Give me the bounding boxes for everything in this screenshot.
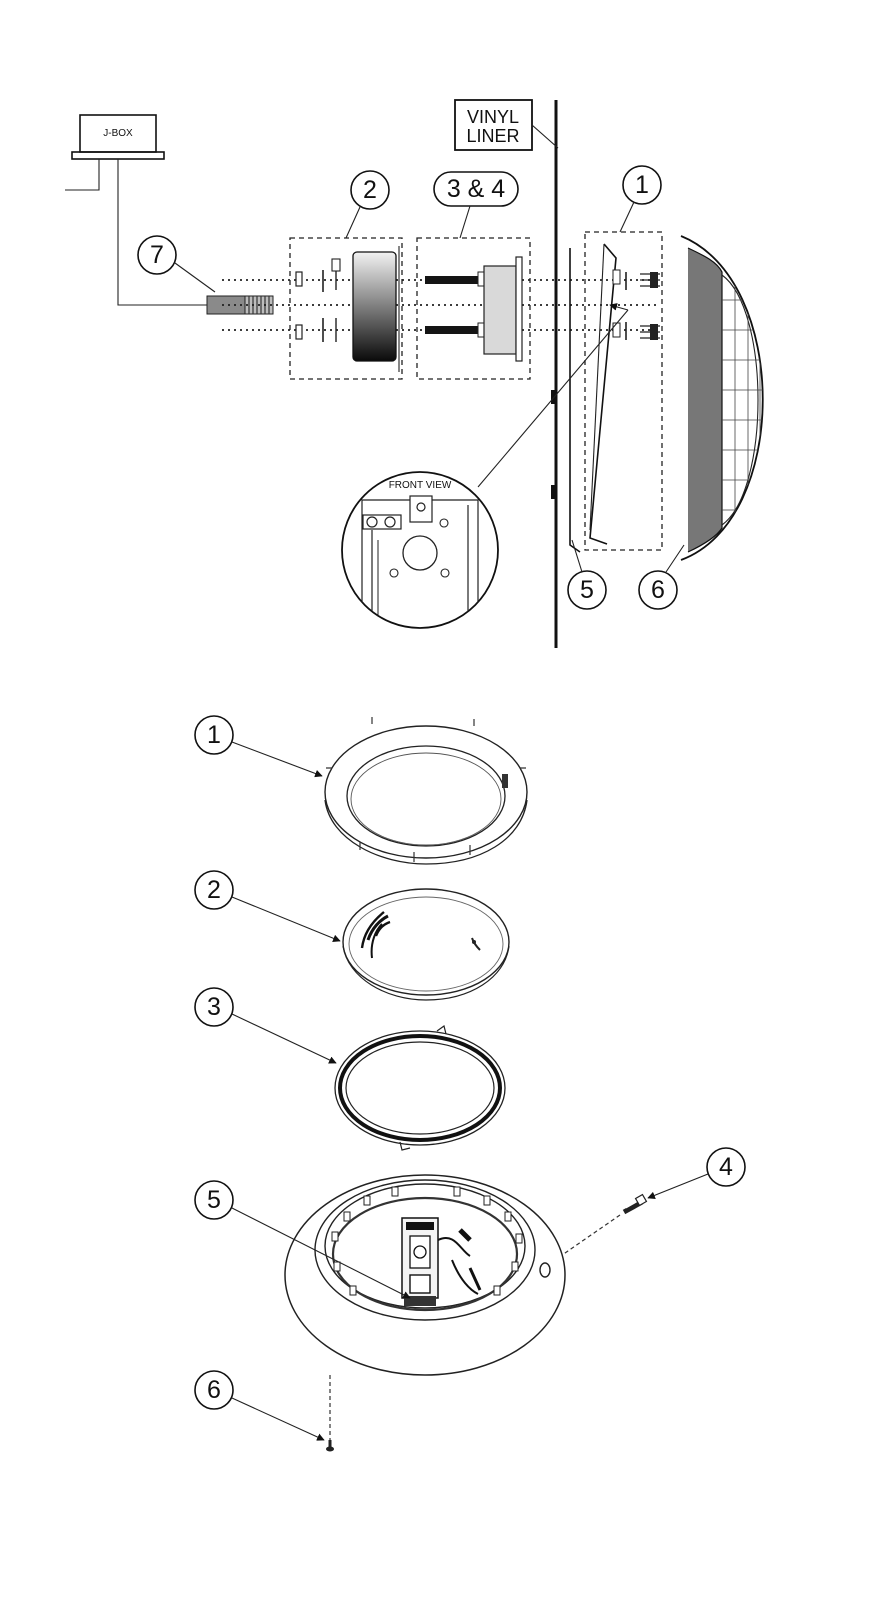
callout-top-1: 1 xyxy=(619,165,662,233)
svg-text:3 & 4: 3 & 4 xyxy=(447,175,505,203)
callout-top-7: 7 xyxy=(137,235,216,293)
callout-bottom-1: 1 xyxy=(194,715,323,778)
front-view-inset: FRONT VIEW xyxy=(341,471,499,629)
svg-text:1: 1 xyxy=(207,721,221,749)
group-box-1 xyxy=(584,231,663,551)
svg-text:3: 3 xyxy=(207,993,221,1021)
callout-top-3-4: 3 & 4 xyxy=(433,171,519,239)
niche-housing xyxy=(284,1174,566,1440)
lens-cover xyxy=(342,888,510,1001)
group-box-3-4 xyxy=(416,237,531,380)
front-view-label: FRONT VIEW xyxy=(389,480,452,491)
callout-top-5: 5 xyxy=(567,539,607,610)
light-lens-side xyxy=(680,235,764,561)
svg-text:6: 6 xyxy=(651,576,665,604)
callout-bottom-6: 6 xyxy=(194,1370,325,1441)
drain-screw xyxy=(326,1440,334,1452)
face-ring xyxy=(324,717,528,865)
svg-text:7: 7 xyxy=(150,241,164,269)
junction-box: J-BOX xyxy=(65,114,208,306)
svg-text:2: 2 xyxy=(363,176,377,204)
vinyl-liner-label: VINYL LINER xyxy=(454,99,559,151)
jbox-label: J-BOX xyxy=(103,128,133,139)
callout-bottom-3: 3 xyxy=(194,987,337,1064)
svg-text:6: 6 xyxy=(207,1376,221,1404)
side-exploded-view: J-BOX xyxy=(65,99,764,648)
svg-text:5: 5 xyxy=(580,576,594,604)
housing-part xyxy=(295,246,400,372)
svg-text:4: 4 xyxy=(719,1153,733,1181)
gasket-ring xyxy=(334,1024,506,1151)
svg-text:2: 2 xyxy=(207,876,221,904)
callout-bottom-2: 2 xyxy=(194,870,341,942)
face-ring-side xyxy=(477,243,660,545)
set-screw xyxy=(551,1193,648,1263)
svg-text:1: 1 xyxy=(635,171,649,199)
svg-text:LINER: LINER xyxy=(466,126,519,146)
callout-top-6: 6 xyxy=(638,544,685,610)
svg-text:VINYL: VINYL xyxy=(467,107,519,127)
gasket-side xyxy=(569,248,581,553)
callout-bottom-4: 4 xyxy=(647,1147,746,1200)
svg-text:5: 5 xyxy=(207,1186,221,1214)
mounting-bracket-screws xyxy=(425,256,523,362)
callout-bottom-5: 5 xyxy=(194,1180,411,1299)
callout-top-2: 2 xyxy=(345,170,390,239)
isometric-exploded-view: 1 2 3 4 5 6 xyxy=(194,715,746,1452)
